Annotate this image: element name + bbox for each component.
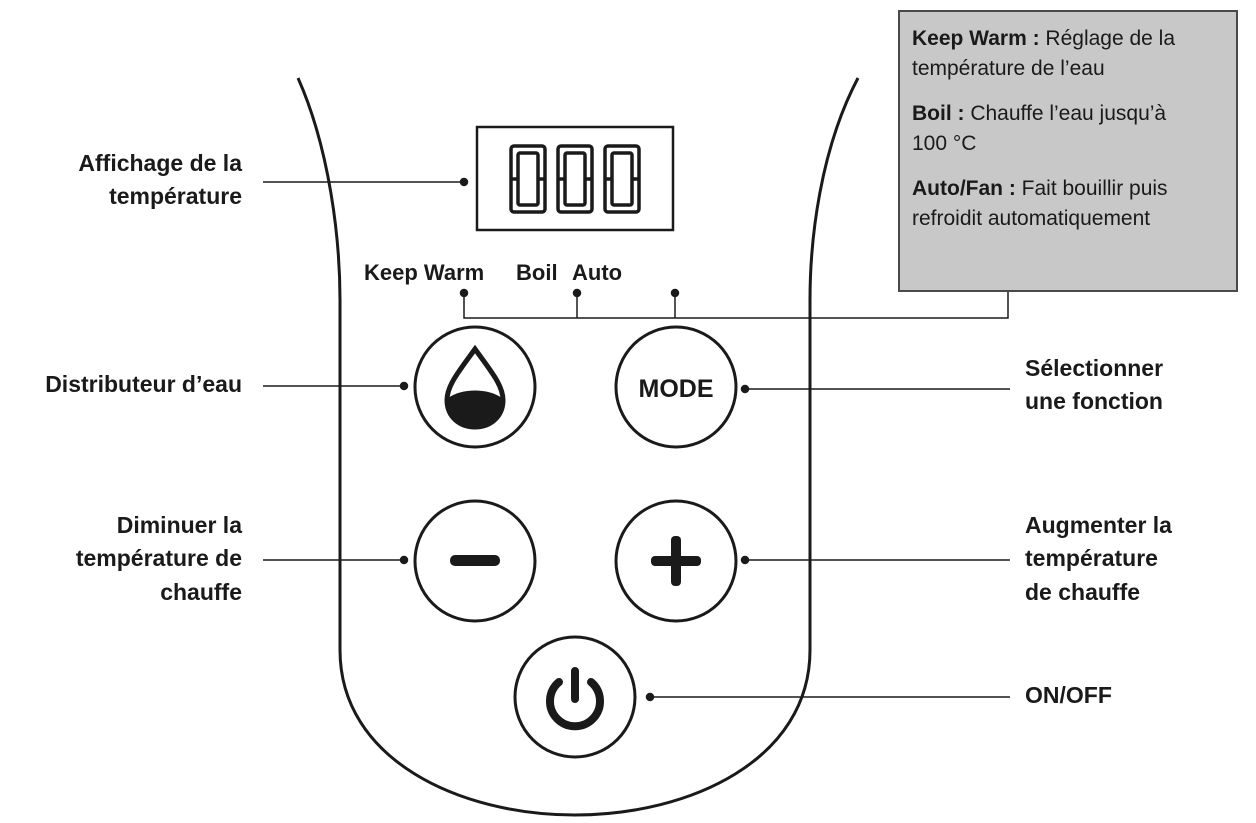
callout-dot: [459, 177, 469, 187]
callout-dot: [645, 692, 655, 702]
power-button[interactable]: [513, 635, 637, 759]
callout-dot: [399, 381, 409, 391]
label-on-off: ON/OFF: [1025, 682, 1112, 708]
mode-dot-keep-warm: [459, 288, 469, 298]
mode-dot-auto: [670, 288, 680, 298]
mode-bracket: [463, 292, 1009, 319]
decrease-button[interactable]: [413, 499, 537, 623]
power-icon: [546, 667, 604, 731]
legend-auto-fan: Auto/Fan : Fait bouillir puis refroidit …: [912, 176, 1168, 231]
label-water-dispenser: Distributeur d’eau: [45, 371, 242, 397]
plus-icon: [651, 536, 701, 586]
label-temperature-display: Affichage de la température: [78, 150, 242, 210]
mode-legend-box: Keep Warm : Réglage de la température de…: [898, 10, 1238, 292]
mode-button-label: MODE: [639, 375, 714, 403]
legend-keep-warm: Keep Warm : Réglage de la température de…: [912, 27, 1176, 81]
callout-dot: [399, 555, 409, 565]
callout-dot: [740, 384, 750, 394]
mode-label-auto: Auto: [572, 260, 623, 285]
legend-boil: Boil : Chauffe l’eau jusqu’à 100 °C: [912, 101, 1167, 156]
label-select-function: Sélectionner une fonction: [1025, 355, 1164, 415]
minus-icon: [450, 555, 500, 566]
mode-button[interactable]: [614, 325, 738, 449]
label-decrease-temp: Diminuer la température de chauffe: [75, 512, 242, 605]
callout-dot: [740, 555, 750, 565]
increase-button[interactable]: [614, 499, 738, 623]
label-increase-temp: Augmenter la température de chauffe: [1025, 512, 1172, 605]
water-dispenser-button[interactable]: [413, 325, 537, 449]
temperature-display: [475, 125, 675, 232]
seven-segment-digits: [509, 144, 641, 214]
mode-label-boil: Boil: [516, 260, 558, 285]
panel-outline: [296, 77, 860, 817]
mode-dot-boil: [572, 288, 582, 298]
mode-label-keep-warm: Keep Warm: [364, 260, 485, 285]
